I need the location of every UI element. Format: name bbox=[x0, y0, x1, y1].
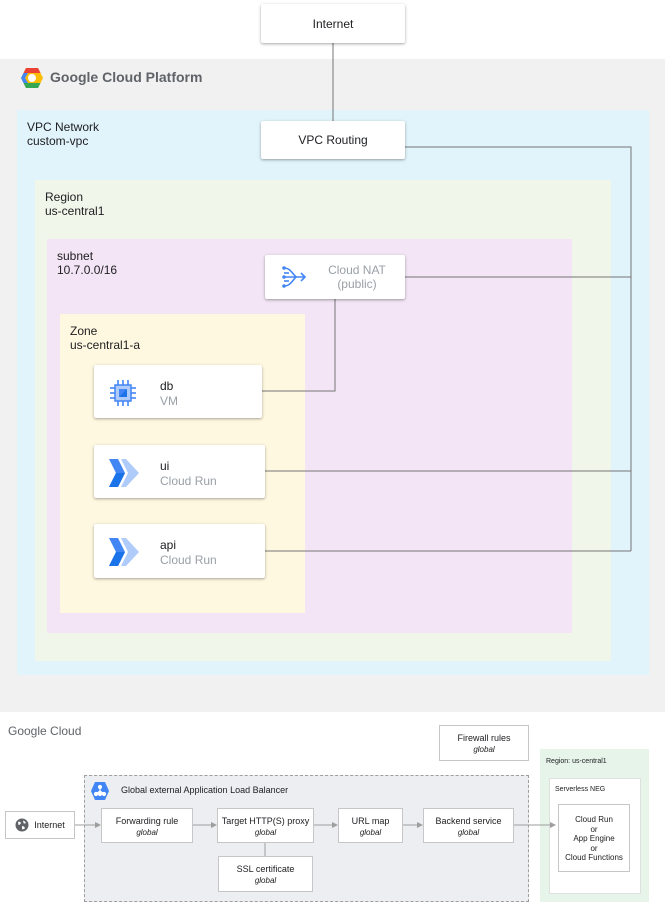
firewall-rules-box[interactable]: Firewall rules global bbox=[439, 725, 529, 761]
load-balancer-title: Global external Application Load Balance… bbox=[121, 785, 289, 795]
firewall-title: Firewall rules bbox=[457, 733, 511, 743]
globe-icon bbox=[15, 818, 29, 832]
cloud-nat-node[interactable]: Cloud NAT (public) bbox=[265, 255, 405, 299]
neg-target-cloud-run: Cloud Run bbox=[575, 815, 613, 824]
ssl-title: SSL certificate bbox=[236, 864, 295, 874]
urlmap-sub: global bbox=[359, 828, 382, 837]
urlmap-title: URL map bbox=[351, 816, 390, 826]
cloud-nat-text: Cloud NAT (public) bbox=[328, 263, 386, 291]
backend-sub: global bbox=[457, 828, 480, 837]
firewall-sub: global bbox=[473, 745, 495, 754]
vpc-routing-label: VPC Routing bbox=[298, 133, 368, 147]
url-map-box[interactable]: URL map global bbox=[338, 808, 403, 843]
compute-engine-icon bbox=[108, 378, 138, 408]
load-balancer-icon bbox=[90, 781, 110, 801]
api-text: api Cloud Run bbox=[160, 538, 217, 567]
vpc-routing-node[interactable]: VPC Routing bbox=[261, 121, 405, 159]
routing-trunk-line bbox=[405, 146, 632, 551]
internet-client-label: Internet bbox=[34, 819, 65, 830]
internet-label: Internet bbox=[312, 16, 354, 31]
internet-node[interactable]: Internet bbox=[261, 4, 405, 43]
ui-text: ui Cloud Run bbox=[160, 459, 217, 488]
google-cloud-brand: Google Cloud bbox=[8, 724, 82, 738]
forwarding-rule-box[interactable]: Forwarding rule global bbox=[101, 808, 193, 843]
gcp-title: Google Cloud Platform bbox=[50, 69, 203, 85]
backend-service-box[interactable]: Backend service global bbox=[423, 808, 514, 843]
neg-or-2: or bbox=[590, 843, 598, 853]
ssl-sub: global bbox=[254, 876, 277, 885]
serverless-neg-label: Serverless NEG bbox=[555, 786, 606, 793]
db-vm-node[interactable]: db VM bbox=[94, 365, 262, 418]
internet-client-box[interactable]: Internet bbox=[5, 811, 75, 839]
db-to-nat-line bbox=[262, 299, 336, 392]
forwarding-title: Forwarding rule bbox=[115, 816, 179, 826]
cloud-nat-icon bbox=[280, 264, 308, 290]
proxy-sub: global bbox=[254, 828, 277, 837]
cloud-run-icon bbox=[108, 458, 140, 488]
neg-targets-box[interactable]: Cloud Run or App Engine or Cloud Functio… bbox=[558, 804, 630, 872]
neg-target-app-engine: App Engine bbox=[573, 834, 615, 843]
api-cloud-run-node[interactable]: api Cloud Run bbox=[94, 524, 265, 578]
google-cloud-logo-icon bbox=[20, 67, 44, 89]
db-text: db VM bbox=[160, 379, 178, 408]
ssl-certificate-box[interactable]: SSL certificate global bbox=[218, 856, 313, 892]
region-lb-label: Region: us-central1 bbox=[546, 758, 607, 765]
target-proxy-box[interactable]: Target HTTP(S) proxy global bbox=[217, 808, 314, 843]
forwarding-sub: global bbox=[136, 828, 158, 837]
backend-title: Backend service bbox=[435, 816, 502, 826]
proxy-title: Target HTTP(S) proxy bbox=[221, 816, 310, 826]
cloud-run-icon bbox=[108, 537, 140, 567]
neg-or-1: or bbox=[590, 824, 598, 834]
neg-target-cloud-functions: Cloud Functions bbox=[565, 853, 623, 862]
ui-cloud-run-node[interactable]: ui Cloud Run bbox=[94, 445, 265, 498]
